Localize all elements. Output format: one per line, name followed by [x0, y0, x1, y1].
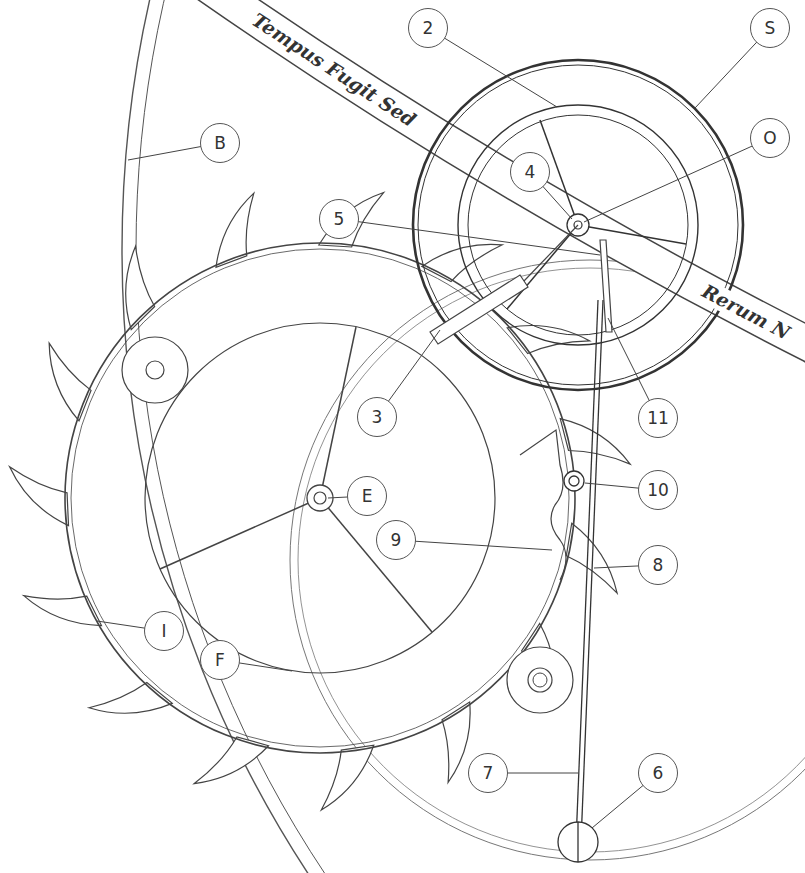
callout-circle: 10 [638, 470, 678, 510]
leader-line [428, 28, 557, 107]
motto-band-text: Rerum N [694, 277, 796, 345]
balance-outer-rim [413, 60, 743, 390]
balance-spoke [578, 225, 686, 244]
ring-line [298, 268, 805, 852]
ring-line [290, 260, 805, 860]
rod-line [581, 300, 603, 842]
rod-line [576, 300, 598, 842]
callout-circle: I [144, 611, 184, 651]
anchor-arm [430, 275, 528, 344]
callout-number: 11 [647, 410, 669, 427]
escape-tooth [194, 737, 268, 784]
leader-line [396, 540, 552, 550]
pin-circle [569, 476, 579, 486]
balance-outer-rim [418, 65, 738, 385]
band-edge [200, 0, 805, 360]
escape-tooth [216, 193, 254, 267]
callout-circle: 9 [376, 520, 416, 560]
callout-circle: E [347, 476, 387, 516]
callout-circle: F [200, 640, 240, 680]
callout-circle: 8 [638, 545, 678, 585]
escape-wheel-teeth [10, 193, 631, 810]
callout-number: S [765, 20, 776, 37]
callout-number: B [214, 135, 226, 152]
callout-number: 7 [483, 765, 494, 782]
pivot-arbor [528, 668, 552, 692]
callout-circle: 3 [357, 397, 397, 437]
outer-ring-b [122, 0, 805, 873]
callout-number: 4 [525, 164, 536, 181]
callout-number: 2 [423, 20, 434, 37]
ring-line [136, 0, 805, 873]
callout-circle: 7 [468, 753, 508, 793]
motto-band [200, 0, 805, 360]
escape-rim [65, 243, 575, 753]
escape-rim [71, 249, 569, 747]
escape-spoke [320, 498, 432, 632]
callout-number: O [763, 130, 776, 147]
escape-tooth [49, 343, 91, 421]
callout-circle: S [750, 8, 790, 48]
motto-band-text: Tempus Fugit Sed [245, 7, 424, 135]
pendulum-rod [558, 300, 603, 862]
escape-spoke [160, 498, 320, 569]
callout-circle: 6 [638, 753, 678, 793]
callout-circle: B [200, 123, 240, 163]
crutch-ring [290, 260, 805, 860]
anchor-parts [430, 225, 612, 580]
pivot-hub [122, 337, 188, 403]
escape-tooth [10, 467, 69, 526]
pin-circle [564, 471, 584, 491]
anchor-link [524, 225, 578, 281]
pivot-arbor [533, 673, 547, 687]
rod-line [577, 822, 578, 862]
escape-arbor [314, 492, 326, 504]
callout-circle: O [750, 118, 790, 158]
escape-tooth [422, 244, 503, 281]
escape-spoke [320, 327, 356, 498]
pallet-curve [520, 430, 566, 580]
escape-wheel [65, 243, 575, 753]
callout-circle: 5 [319, 199, 359, 239]
escape-tooth [319, 193, 384, 247]
escape-tooth [89, 682, 172, 713]
leader-line [584, 138, 770, 222]
band-face [200, 0, 805, 360]
pivot-arbor [146, 361, 164, 379]
callout-number: 5 [334, 211, 345, 228]
escape-inner-ring [145, 323, 495, 673]
pivot-hubs [122, 337, 573, 713]
callout-number: 6 [653, 765, 664, 782]
callout-number: F [215, 652, 225, 669]
callout-circle: 4 [510, 152, 550, 192]
escape-tooth [321, 745, 373, 810]
escape-tooth [24, 596, 102, 626]
callout-circle: 11 [638, 398, 678, 438]
band-text: Rerum N [698, 279, 793, 343]
band-text: Tempus Fugit Sed [248, 9, 420, 131]
callout-circle: 2 [408, 8, 448, 48]
escape-tooth [560, 419, 630, 464]
callout-number: 10 [647, 482, 669, 499]
pivot-hub [507, 647, 573, 713]
ring-line [122, 0, 805, 873]
balance-spoke [507, 225, 578, 309]
callout-number: 9 [391, 532, 402, 549]
callout-number: 8 [653, 557, 664, 574]
balance-wheel-s [413, 60, 743, 390]
callout-number: E [362, 488, 373, 505]
callout-number: I [161, 623, 166, 640]
leader-lines [97, 28, 770, 828]
leader-line [339, 219, 600, 255]
callout-number: 3 [372, 409, 383, 426]
